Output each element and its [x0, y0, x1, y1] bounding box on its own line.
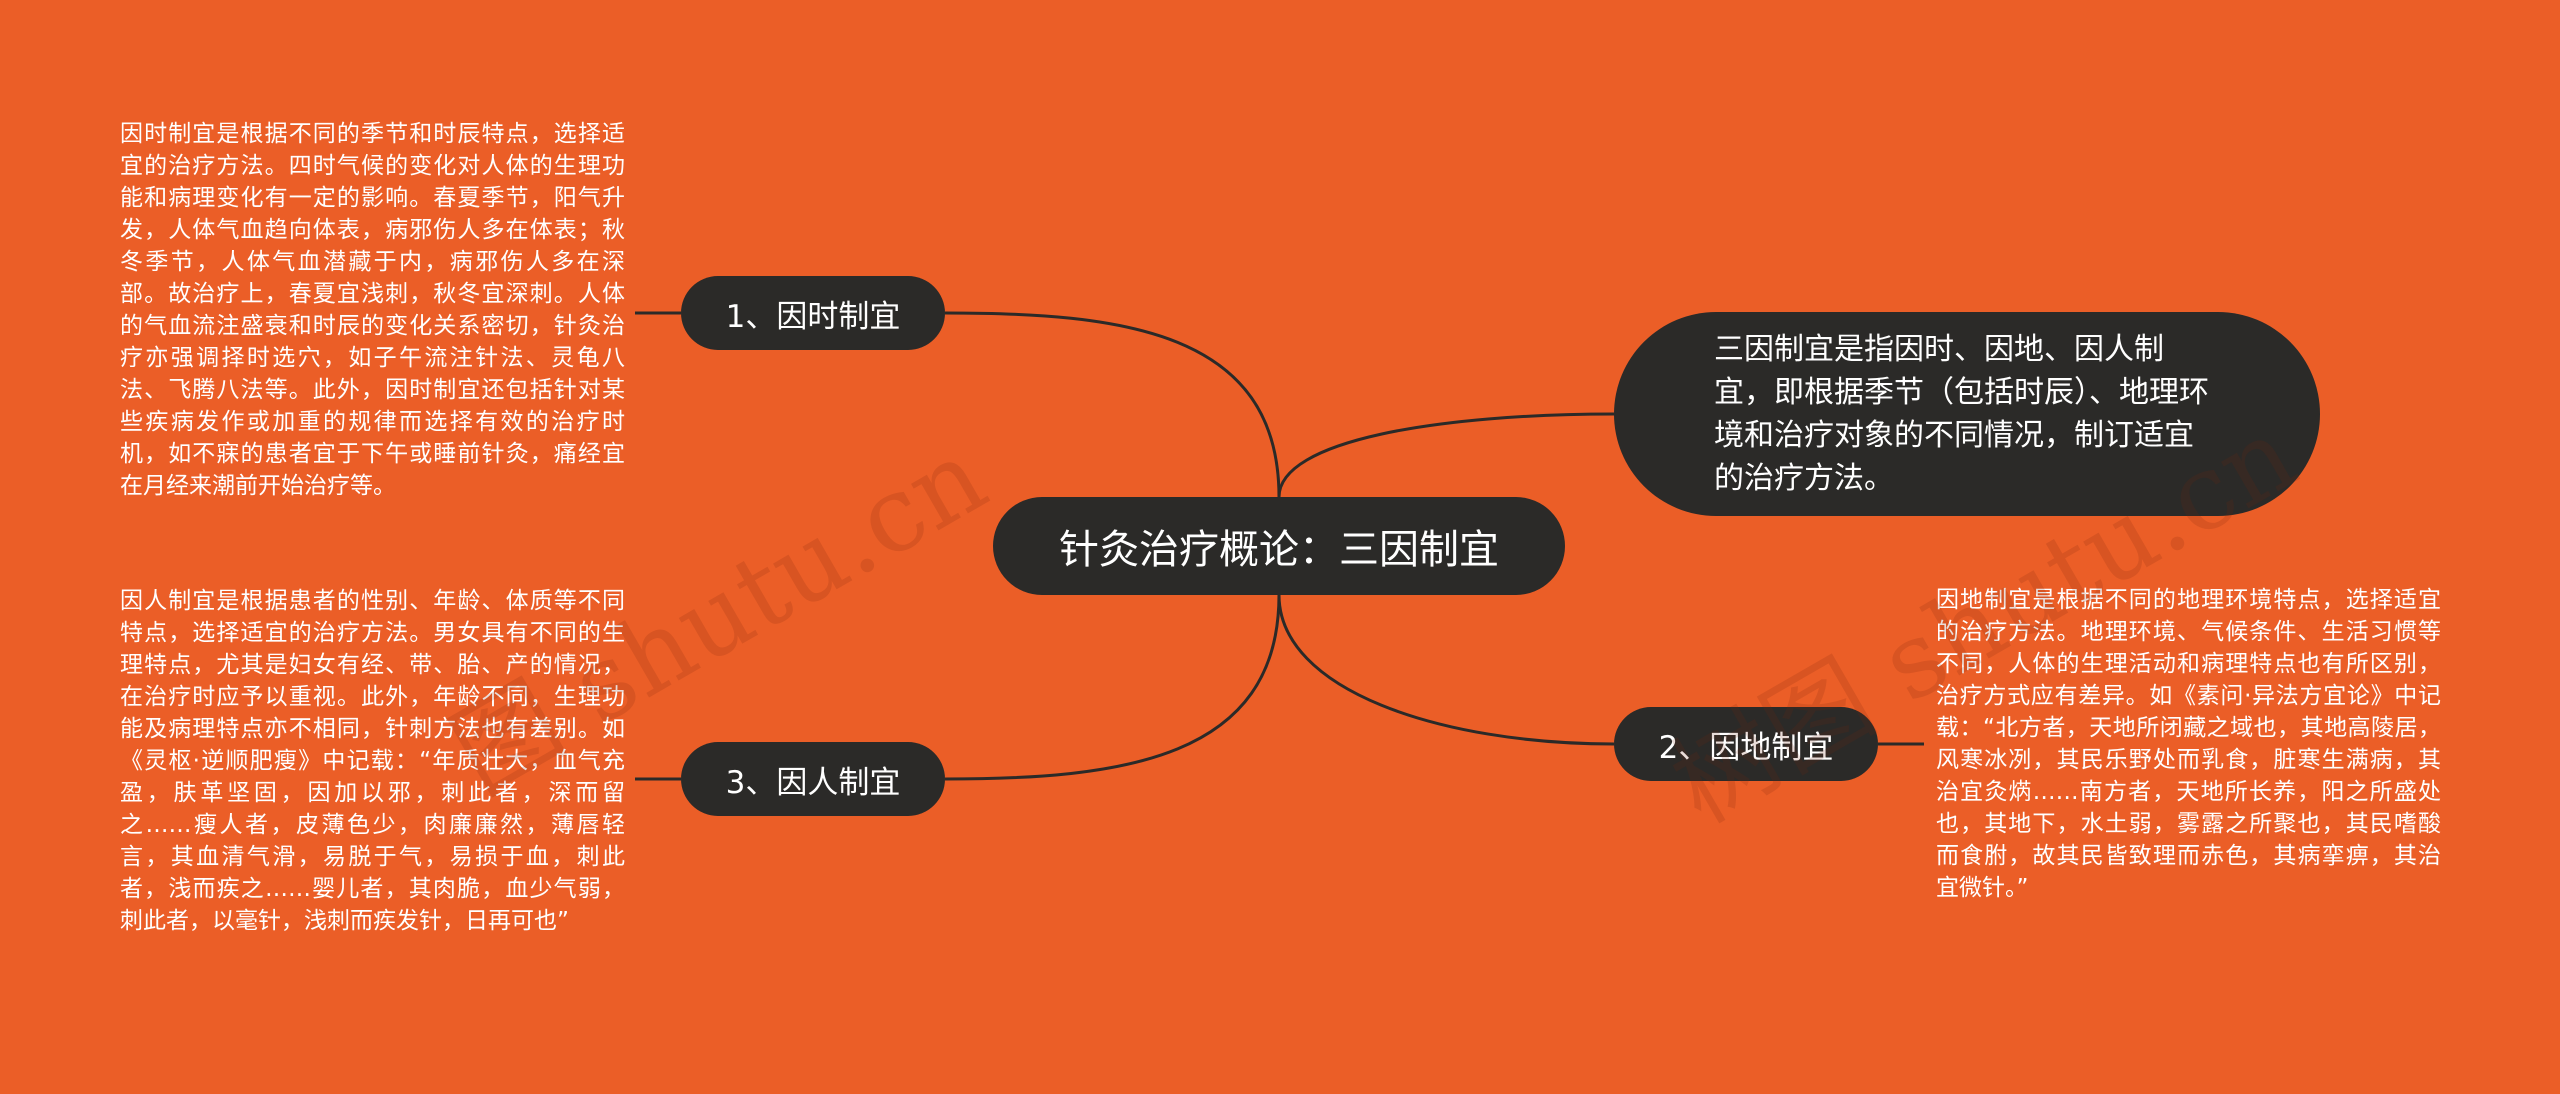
connector-root-branch1: [944, 311, 1281, 498]
branch-topic-person[interactable]: 3、因人制宜: [681, 742, 945, 816]
detail-text-time: 因时制宜是根据不同的季节和时辰特点，选择适宜的治疗方法。四时气候的变化对人体的生…: [120, 121, 625, 499]
root-topic[interactable]: 针灸治疗概论：三因制宜: [993, 497, 1565, 595]
branch-topic-time[interactable]: 1、因时制宜: [681, 276, 945, 350]
detail-text-person: 因人制宜是根据患者的性别、年龄、体质等不同特点，选择适宜的治疗方法。男女具有不同…: [120, 588, 625, 934]
connector-root-branch3: [944, 594, 1281, 781]
summary-topic[interactable]: 三因制宜是指因时、因地、因人制宜，即根据季节（包括时辰）、地理环境和治疗对象的不…: [1614, 312, 2320, 516]
connector-root-branch2: [1277, 594, 1615, 746]
branch-topic-label: 3、因人制宜: [725, 764, 901, 801]
branch-topic-place[interactable]: 2、因地制宜: [1614, 707, 1878, 781]
detail-text-place: 因地制宜是根据不同的地理环境特点，选择适宜的治疗方法。地理环境、气候条件、生活习…: [1936, 587, 2441, 901]
branch-topic-label: 1、因时制宜: [725, 298, 901, 335]
connector-root-summary: [1277, 412, 1615, 498]
branch-topic-label: 2、因地制宜: [1658, 729, 1834, 766]
root-topic-label: 针灸治疗概论：三因制宜: [1059, 527, 1499, 573]
summary-topic-text: 三因制宜是指因时、因地、因人制宜，即根据季节（包括时辰）、地理环境和治疗对象的不…: [1714, 332, 2209, 496]
